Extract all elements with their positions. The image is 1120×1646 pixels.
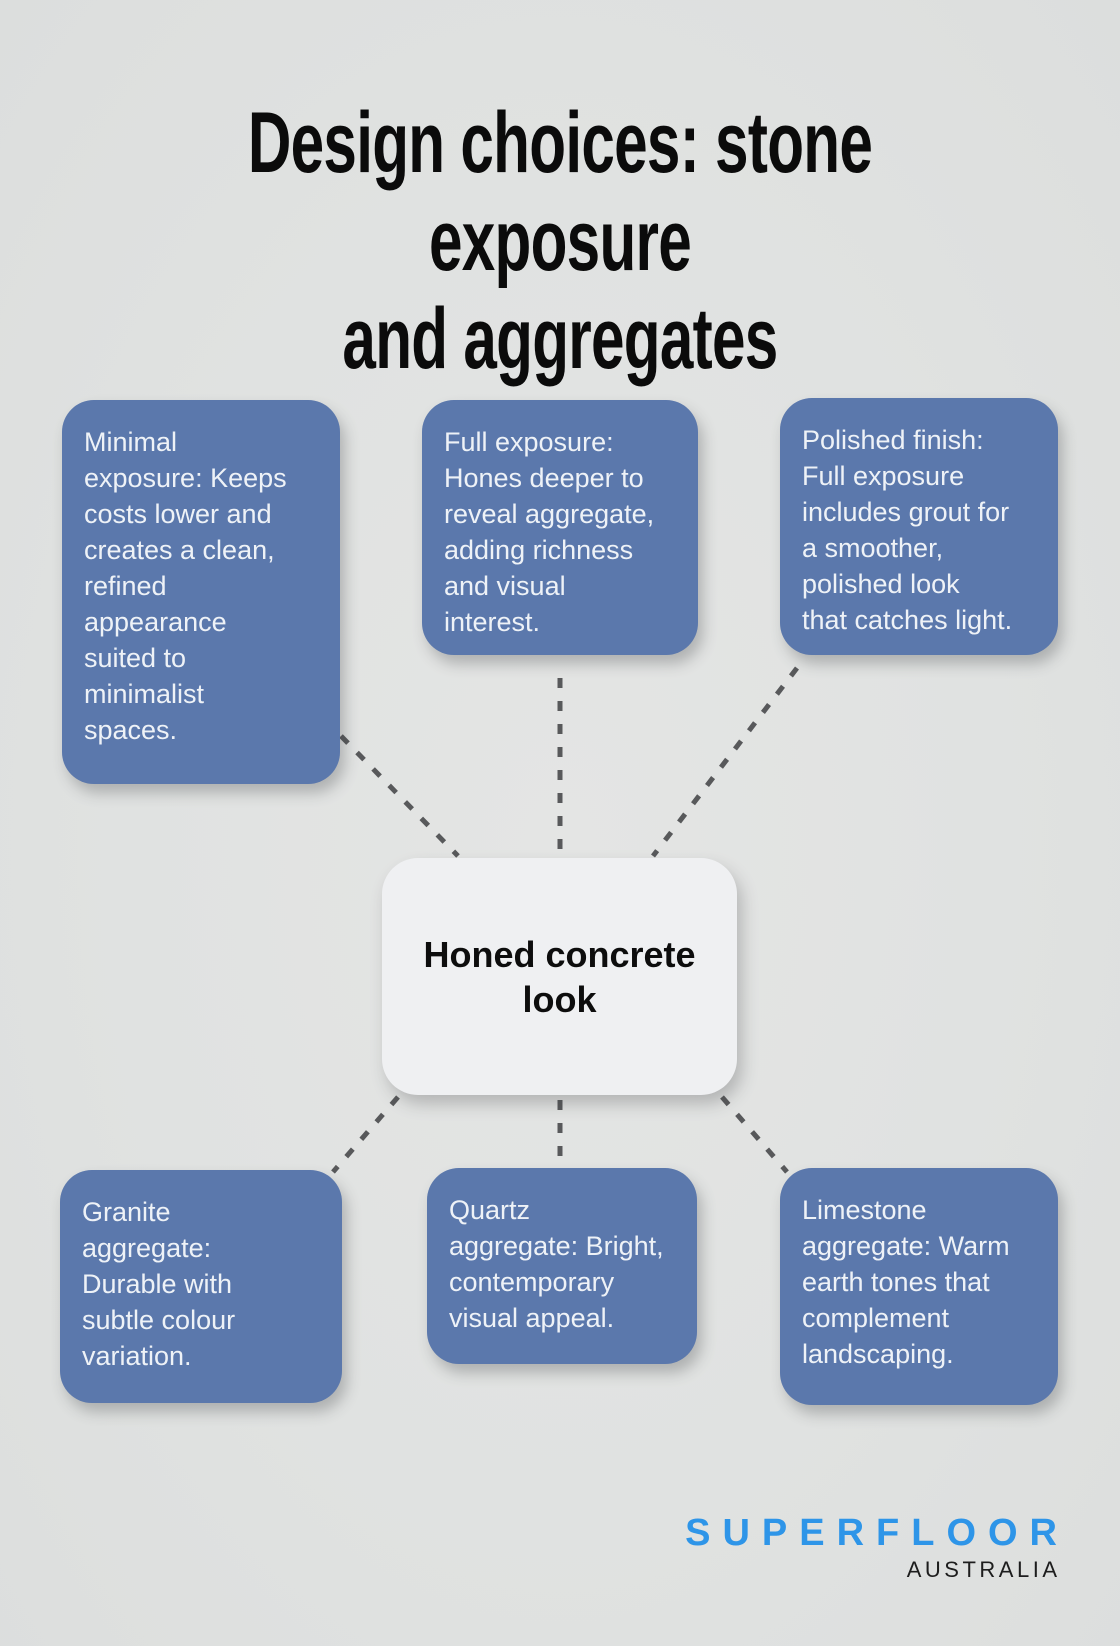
connector-granite-aggregate [331, 1095, 400, 1174]
node-full-exposure: Full exposure: Hones deeper to reveal ag… [422, 400, 698, 655]
node-quartz-aggregate: Quartz aggregate: Bright, contemporary v… [427, 1168, 697, 1364]
center-node-honed-concrete-look: Honed concrete look [382, 858, 737, 1095]
node-polished-finish: Polished finish: Full exposure includes … [780, 398, 1058, 655]
node-limestone-aggregate: Limestone aggregate: Warm earth tones th… [780, 1168, 1058, 1405]
connector-limestone-aggregate [720, 1095, 789, 1174]
logo-brand-text: SUPERFLOOR [685, 1512, 1069, 1554]
connector-minimal-exposure [339, 734, 460, 858]
node-granite-aggregate: Granite aggregate: Durable with subtle c… [60, 1170, 342, 1403]
connector-polished-finish [651, 666, 799, 858]
logo-region-text: AUSTRALIA [906, 1557, 1061, 1582]
page-title: Design choices: stone exposure and aggre… [247, 95, 873, 387]
node-minimal-exposure: Minimal exposure: Keeps costs lower and … [62, 400, 340, 784]
superfloor-logo: SUPERFLOOR AUSTRALIA [685, 1512, 1057, 1583]
